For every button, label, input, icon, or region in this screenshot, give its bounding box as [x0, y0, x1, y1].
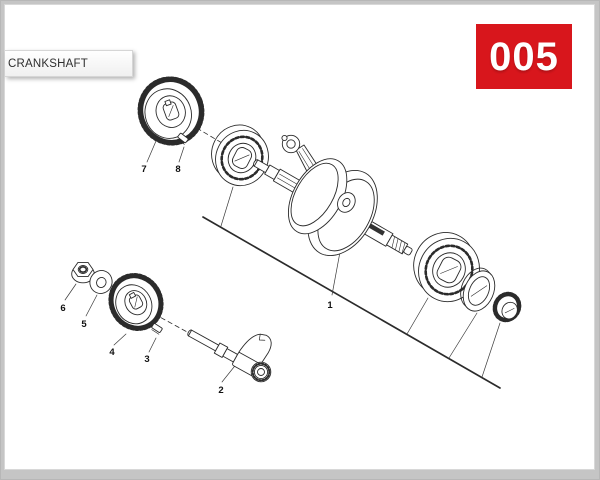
part-drive-gear — [137, 76, 205, 146]
part-crank-web-near — [287, 158, 356, 235]
callout-6: 6 — [60, 303, 65, 314]
section-title: CRANKSHAFT — [8, 57, 88, 70]
page-number: 005 — [489, 34, 559, 79]
assembly-group-line — [202, 216, 501, 389]
part-main-bearing-right — [413, 232, 480, 303]
part-balance-gear-key — [151, 323, 163, 335]
callout-1: 1 — [327, 300, 333, 311]
part-pinion-gear — [492, 291, 522, 323]
part-washer — [89, 270, 113, 294]
part-main-bearing-left — [211, 124, 269, 187]
section-title-box: CRANKSHAFT — [5, 50, 133, 77]
part-balance-gear — [108, 273, 164, 331]
callout-5: 5 — [81, 319, 87, 330]
part-balance-shaft — [187, 329, 272, 383]
callout-8: 8 — [175, 164, 180, 175]
callout-4: 4 — [109, 347, 115, 358]
callout-3: 3 — [144, 354, 149, 365]
part-nut — [71, 261, 95, 284]
callout-2: 2 — [218, 385, 223, 396]
callout-7: 7 — [141, 164, 146, 175]
part-drive-gear-key — [177, 132, 189, 145]
callout-labels: 1 2 3 4 5 6 7 8 — [60, 164, 333, 396]
part-oil-seal — [460, 267, 496, 312]
page-number-badge: 005 — [476, 24, 572, 89]
